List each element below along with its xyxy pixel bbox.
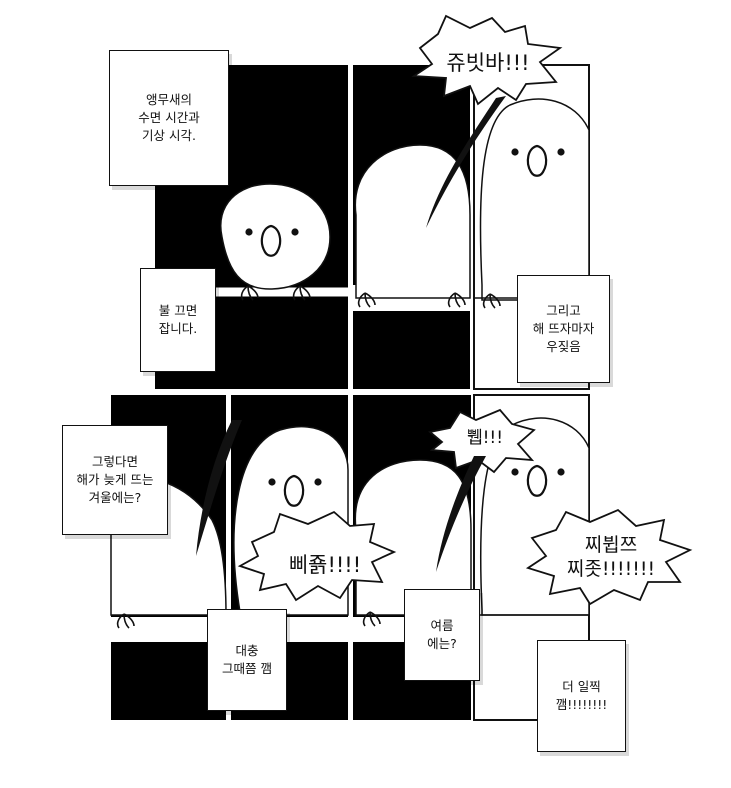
shout-line: 찌뷥쯔 xyxy=(584,534,638,556)
shout-line: 찌좃!!!!!!! xyxy=(566,557,656,580)
shout-bubble-winter xyxy=(237,510,397,602)
caption-lights-off: 불 끄면 잡니다. xyxy=(140,268,216,372)
caption-line: 깸!!!!!!!! xyxy=(555,697,608,712)
caption-dawn: 그리고 해 뜨자마자 우짖음 xyxy=(517,275,610,383)
caption-line: 해가 늦게 뜨는 xyxy=(76,472,154,487)
shout-bubble-top xyxy=(411,14,563,106)
caption-line: 더 일찍 xyxy=(562,679,601,694)
caption-line: 그리고 xyxy=(546,303,581,318)
shout-text-winter: 삐죩!!!! xyxy=(288,553,362,577)
caption-line: 에는? xyxy=(427,636,457,651)
caption-line: 앵무새의 xyxy=(145,92,192,107)
caption-roughly: 대충 그때쯤 깸 xyxy=(207,609,287,711)
caption-summer: 여름 에는? xyxy=(404,589,480,681)
caption-line: 여름 xyxy=(430,618,454,633)
caption-earlier: 더 일찍 깸!!!!!!!! xyxy=(537,640,626,752)
caption-line: 겨울에는? xyxy=(88,490,142,505)
shout-text-summer-big: 찌뷥쯔 찌좃!!!!!!! xyxy=(548,534,674,582)
caption-line: 수면 시간과 xyxy=(138,110,200,125)
caption-line: 기상 시각. xyxy=(142,128,196,143)
caption-line: 그때쯤 깸 xyxy=(222,661,272,676)
shout-text-summer-small: 쀕!!! xyxy=(466,428,504,448)
caption-line: 그렇다면 xyxy=(91,454,138,469)
caption-line: 대충 xyxy=(235,643,259,658)
caption-line: 불 끄면 xyxy=(158,303,198,318)
caption-winter: 그렇다면 해가 늦게 뜨는 겨울에는? xyxy=(62,425,168,535)
shout-bubble-summer-small xyxy=(427,408,536,474)
shout-bubble-summer-big xyxy=(525,508,693,606)
caption-intro: 앵무새의 수면 시간과 기상 시각. xyxy=(109,50,229,186)
caption-line: 잡니다. xyxy=(158,321,198,336)
caption-line: 우짖음 xyxy=(546,339,581,354)
caption-line: 해 뜨자마자 xyxy=(532,321,595,336)
shout-text-top: 쥬빗바!!! xyxy=(446,51,530,75)
panel-2 xyxy=(353,65,471,389)
